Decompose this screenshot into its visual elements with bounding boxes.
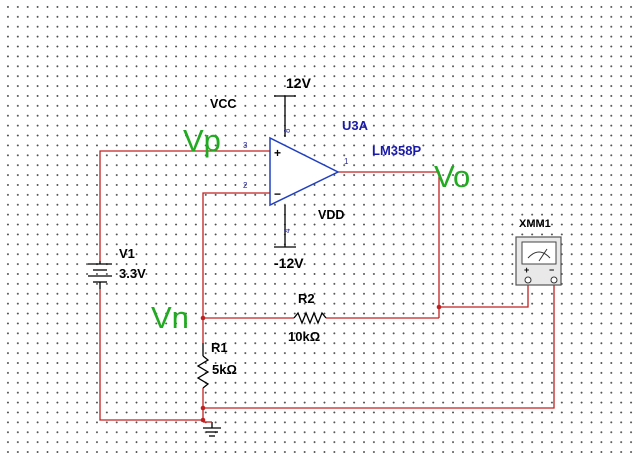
resistor-r2[interactable] [293, 311, 327, 325]
opamp-ref-label: U3A [342, 118, 369, 133]
meter-ref-label: XMM1 [519, 218, 551, 230]
meter-terminal-plus[interactable] [524, 276, 532, 284]
r1-value-label: 5kΩ [212, 362, 237, 377]
pos-supply-label: 12V [286, 75, 312, 91]
meter-display [521, 241, 557, 265]
junction-ground-source [200, 417, 206, 423]
source-ref-label: V1 [119, 246, 135, 261]
junction-vn [200, 315, 206, 321]
component-labels: VCC VDD 12V -12V U3A LM358P V1 3.3V R1 5… [119, 75, 551, 377]
wire-meter-plus[interactable] [439, 283, 529, 308]
pin-number-plus: 3 [243, 141, 248, 150]
r1-zigzag [196, 355, 210, 389]
wire-vn[interactable] [202, 192, 270, 343]
pin-number-vdd: 4 [283, 228, 292, 233]
multimeter-xmm1[interactable]: + − [515, 236, 562, 286]
pin-number-minus: 2 [243, 181, 248, 190]
node-label-vn: Vn [151, 300, 189, 335]
r1-ref-label: R1 [211, 340, 228, 355]
junction-ground-meter [200, 405, 206, 411]
wire-meter-minus[interactable] [203, 283, 555, 409]
opamp-model-label: LM358P [372, 143, 421, 158]
vcc-net-label: VCC [210, 97, 236, 111]
plus-sign: + [274, 146, 281, 160]
minus-sign: − [274, 187, 281, 201]
source-value-label: 3.3V [119, 266, 146, 281]
dc-source-v1[interactable] [88, 261, 112, 289]
junctions [200, 304, 442, 423]
node-labels: Vp Vn Vo [151, 123, 470, 335]
wire-vo[interactable] [338, 171, 440, 318]
r2-value-label: 10kΩ [288, 329, 320, 344]
neg-supply-label: -12V [274, 255, 304, 271]
opamp-triangle [269, 136, 340, 207]
meter-plus-label: + [524, 265, 529, 275]
pin-number-vcc: 8 [283, 128, 292, 133]
wire-source-ground[interactable] [99, 289, 203, 421]
meter-scale-arc [527, 251, 551, 259]
meter-minus-label: − [549, 265, 554, 275]
vdd-net-label: VDD [318, 208, 344, 222]
ground-symbol[interactable] [203, 421, 221, 437]
junction-vo [436, 304, 442, 310]
meter-terminal-minus[interactable] [550, 276, 558, 284]
wire-vp[interactable] [99, 150, 270, 261]
r2-zigzag [293, 311, 327, 325]
opamp-u3a[interactable]: + − 3 2 1 8 4 [243, 95, 349, 248]
node-label-vo: Vo [434, 159, 470, 194]
meter-needle [538, 248, 548, 262]
node-label-vp: Vp [183, 123, 221, 158]
wires [99, 150, 555, 422]
pin-number-out: 1 [344, 157, 349, 166]
resistor-r1[interactable] [196, 343, 210, 389]
r2-ref-label: R2 [298, 291, 315, 306]
